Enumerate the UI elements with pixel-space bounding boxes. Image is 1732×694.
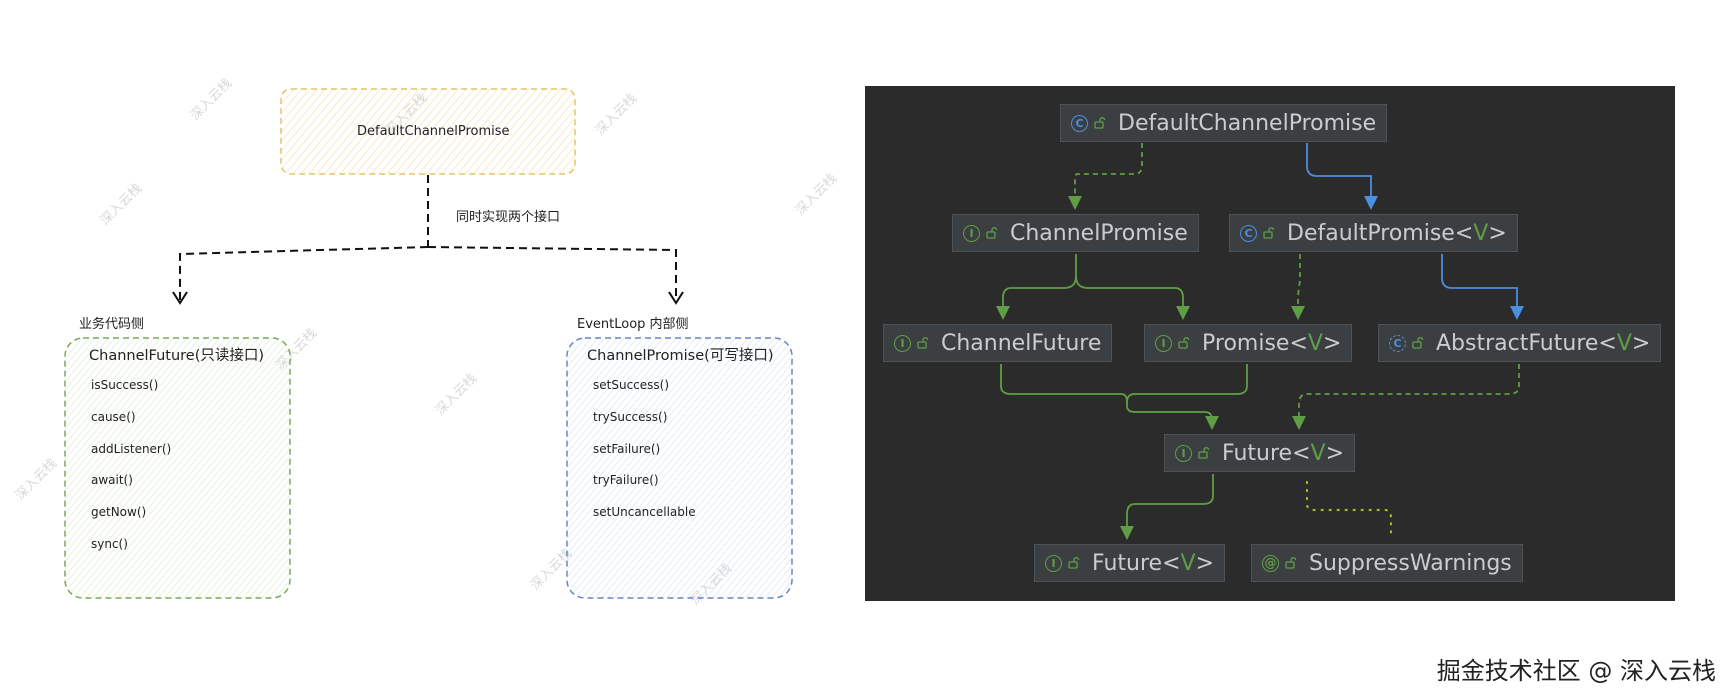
lock-open-icon	[1412, 337, 1424, 349]
lock-open-icon	[1285, 557, 1297, 569]
interface-icon: I	[963, 224, 980, 242]
arrow-head	[1292, 416, 1306, 430]
interface-icon: I	[1045, 554, 1062, 572]
lock-open-icon	[1263, 227, 1275, 239]
arrow-head	[1120, 526, 1134, 540]
generic-close: >	[1325, 440, 1344, 466]
method-item: setSuccess()	[593, 378, 670, 392]
edge-implements	[1298, 364, 1520, 426]
node-suppress-warnings[interactable]: @ SuppressWarnings	[1251, 544, 1523, 582]
lock-open-icon	[1178, 337, 1190, 349]
edge-implements	[1002, 254, 1077, 316]
generic-open: <	[1598, 330, 1617, 356]
generic-open: <	[1289, 330, 1308, 356]
generic-type: V	[1310, 440, 1326, 466]
left-box	[64, 337, 291, 599]
top-box	[280, 88, 576, 175]
generic-open: <	[1454, 220, 1474, 246]
node-default-channel-promise[interactable]: C DefaultChannelPromise	[1060, 104, 1388, 142]
left-side-label: 业务代码侧	[79, 317, 145, 332]
method-item: addListener()	[91, 442, 172, 456]
right-box-title: ChannelPromise(可写接口)	[587, 348, 774, 364]
method-item: trySuccess()	[593, 410, 668, 424]
edge-label: 同时实现两个接口	[456, 210, 561, 225]
left-box-title: ChannelFuture(只读接口)	[89, 348, 265, 364]
method-item: isSuccess()	[91, 378, 159, 392]
edge-annotation	[1305, 480, 1393, 540]
node-label: DefaultChannelPromise	[1118, 110, 1377, 136]
annotation-icon: @	[1262, 554, 1279, 572]
method-item: setFailure()	[593, 442, 661, 456]
generic-open: <	[1162, 550, 1181, 576]
arrow-head	[1364, 196, 1378, 210]
edge-implements	[1074, 143, 1143, 206]
right-box	[566, 337, 793, 599]
connector-line	[427, 246, 677, 300]
arrow-head	[1176, 306, 1190, 320]
right-side-label: EventLoop 内部侧	[577, 317, 689, 332]
interface-icon: I	[1155, 334, 1172, 352]
edge-implements	[1126, 364, 1248, 403]
method-item: getNow()	[91, 505, 147, 519]
arrow-head	[1510, 306, 1524, 320]
type-hierarchy-panel: C DefaultChannelPromise I ChannelPromise…	[865, 86, 1675, 601]
generic-close: >	[1488, 220, 1507, 246]
arrow-head	[1205, 416, 1219, 430]
class-icon: C	[1240, 224, 1257, 242]
edge-implements	[1126, 474, 1214, 536]
generic-type: V	[1307, 330, 1323, 356]
generic-open: <	[1292, 440, 1311, 466]
node-future-netty[interactable]: I Future<V>	[1164, 434, 1355, 472]
node-label: Future	[1092, 550, 1163, 576]
node-future-jdk[interactable]: I Future<V>	[1034, 544, 1225, 582]
connector-line	[179, 246, 429, 300]
arrow-head	[1068, 196, 1082, 210]
arrow-head	[668, 291, 684, 305]
interface-icon: I	[1175, 444, 1192, 462]
generic-close: >	[1631, 330, 1651, 356]
interface-icon: I	[894, 334, 911, 352]
node-channel-promise[interactable]: I ChannelPromise	[952, 214, 1199, 252]
edge-implements	[1297, 254, 1301, 316]
generic-close: >	[1195, 550, 1214, 576]
method-item: tryFailure()	[593, 473, 659, 487]
generic-type: V	[1180, 550, 1196, 576]
top-box-label: DefaultChannelPromise	[357, 124, 510, 139]
node-abstract-future[interactable]: C AbstractFuture<V>	[1378, 324, 1662, 362]
method-item: await()	[91, 473, 133, 487]
arrow-head	[172, 291, 188, 305]
edge-extends	[1441, 254, 1518, 316]
lock-open-icon	[917, 337, 929, 349]
node-label: ChannelPromise	[1010, 220, 1188, 246]
edge-implements	[1000, 364, 1213, 426]
class-icon: C	[1071, 114, 1088, 132]
generic-close: >	[1322, 330, 1342, 356]
node-channel-future[interactable]: I ChannelFuture	[883, 324, 1113, 362]
method-item: sync()	[91, 537, 128, 551]
lock-open-icon	[1094, 117, 1106, 129]
sketch-diagram	[64, 88, 793, 599]
method-item: cause()	[91, 410, 136, 424]
edge-extends	[1306, 143, 1372, 206]
method-item: setUncancellable	[593, 505, 696, 519]
node-default-promise[interactable]: C DefaultPromise<V>	[1229, 214, 1518, 252]
node-label: AbstractFuture	[1436, 330, 1599, 356]
node-label: SuppressWarnings	[1309, 550, 1512, 576]
node-label: ChannelFuture	[941, 330, 1102, 356]
credit-watermark: 掘金技术社区 @ 深入云栈	[1436, 657, 1716, 685]
lock-open-icon	[1068, 557, 1080, 569]
generic-type: V	[1473, 220, 1489, 246]
lock-open-icon	[1198, 447, 1210, 459]
node-label: DefaultPromise	[1287, 220, 1455, 246]
edge-implements	[1075, 275, 1184, 316]
abstract-class-icon: C	[1389, 334, 1406, 352]
arrow-head	[1291, 306, 1305, 320]
hierarchy-edges	[996, 143, 1524, 540]
node-label: Promise	[1202, 330, 1290, 356]
node-label: Future	[1222, 440, 1293, 466]
node-promise[interactable]: I Promise<V>	[1144, 324, 1353, 362]
arrow-head	[996, 306, 1010, 320]
lock-open-icon	[986, 227, 998, 239]
generic-type: V	[1616, 330, 1632, 356]
